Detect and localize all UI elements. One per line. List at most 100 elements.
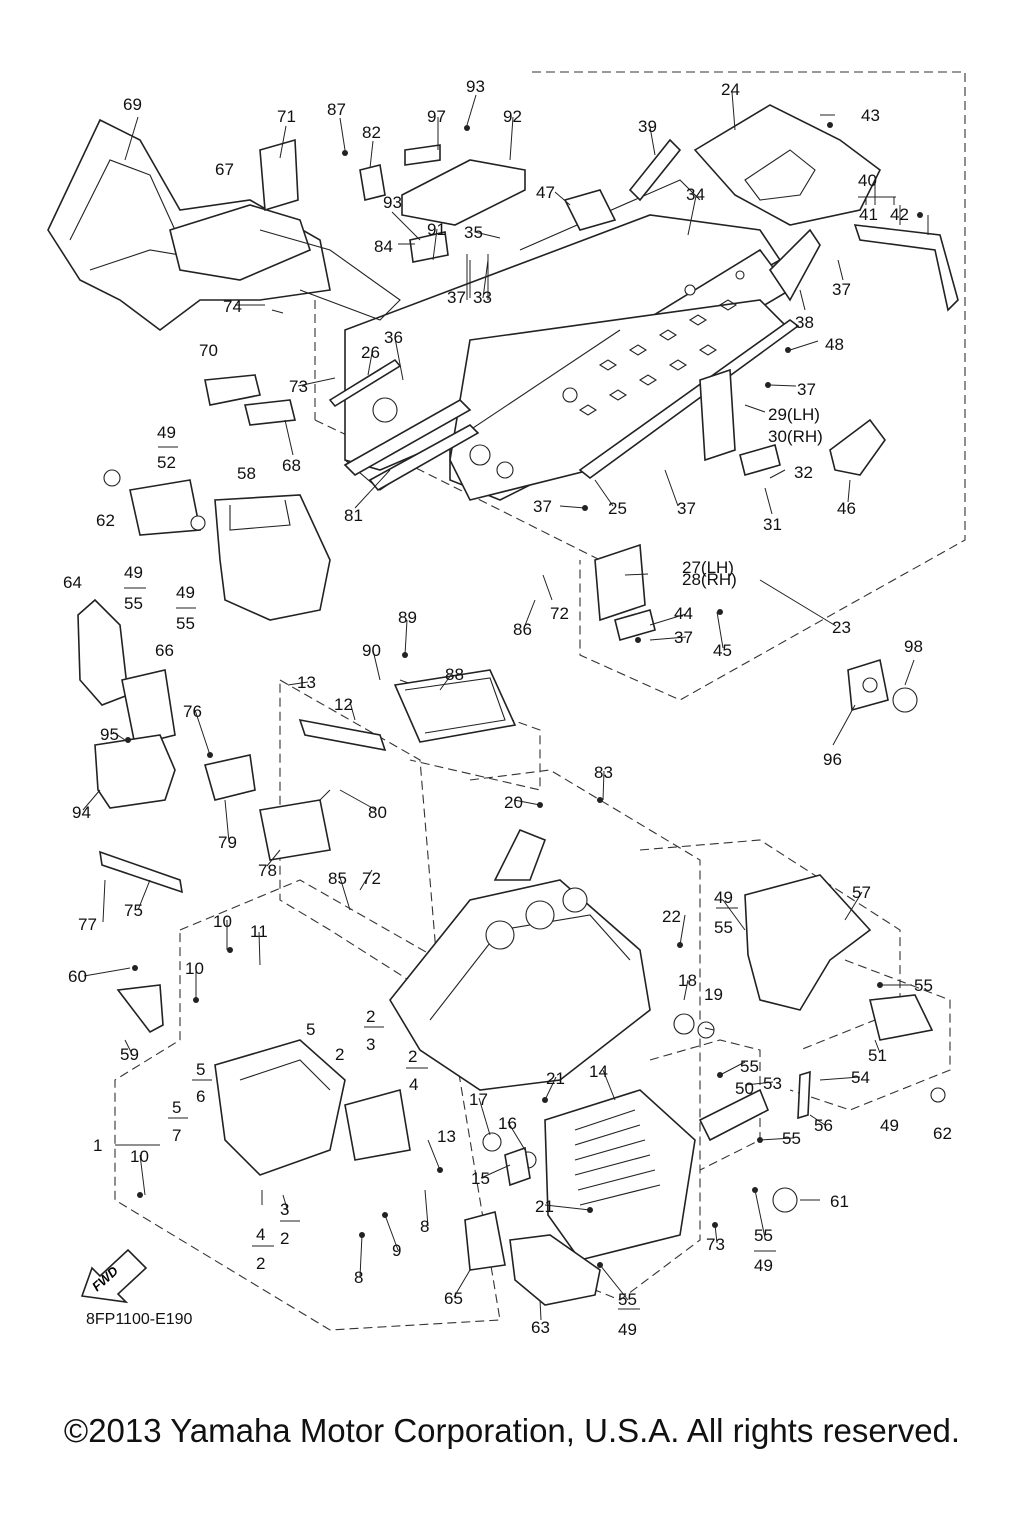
callout-25: 25 (608, 499, 627, 518)
callout-98: 98 (904, 637, 923, 656)
callout-2-c: 2 (408, 1047, 417, 1066)
callout-2-e: 2 (256, 1254, 265, 1273)
left-mid-parts (77, 374, 517, 894)
callout-72-b: 72 (362, 869, 381, 888)
callout-22: 22 (662, 907, 681, 926)
callout-37-e: 37 (533, 497, 552, 516)
callout-6: 6 (196, 1087, 205, 1106)
callout-55-e: 55 (740, 1057, 759, 1076)
callout-14: 14 (589, 1062, 608, 1081)
callout-33: 33 (473, 288, 492, 307)
callout-23: 23 (832, 618, 851, 637)
callout-52: 52 (157, 453, 176, 472)
callout-32: 32 (794, 463, 813, 482)
callout-62-a: 62 (96, 511, 115, 530)
callout-78: 78 (258, 861, 277, 880)
callout-7: 7 (172, 1126, 181, 1145)
callout-64: 64 (63, 573, 82, 592)
callout-27lh: 27(LH) (682, 558, 734, 577)
callout-2-b: 2 (366, 1007, 375, 1026)
callout-56: 56 (814, 1116, 833, 1135)
callout-49-f: 49 (754, 1256, 773, 1275)
callout-67: 67 (215, 160, 234, 179)
callout-3-b: 3 (280, 1200, 289, 1219)
callout-73-a: 73 (289, 377, 308, 396)
callout-82: 82 (362, 123, 381, 142)
callout-36: 36 (384, 328, 403, 347)
callout-87: 87 (327, 100, 346, 119)
callout-71: 71 (277, 107, 296, 126)
callout-41: 41 (859, 205, 878, 224)
callout-55-h: 55 (618, 1290, 637, 1309)
callout-59: 59 (120, 1045, 139, 1064)
callout-21-b: 21 (535, 1197, 554, 1216)
callout-49-c: 49 (176, 583, 195, 602)
callout-labels: 69 71 67 87 82 97 93 92 93 91 84 35 37 3… (63, 77, 952, 1339)
callout-3-a: 3 (366, 1035, 375, 1054)
callout-13-a: 13 (297, 673, 316, 692)
callout-84: 84 (374, 237, 393, 256)
callout-39: 39 (638, 117, 657, 136)
callout-73-b: 73 (706, 1235, 725, 1254)
callout-54: 54 (851, 1068, 870, 1087)
callout-8-b: 8 (354, 1268, 363, 1287)
callout-94: 94 (72, 803, 91, 822)
callout-37-d: 37 (677, 499, 696, 518)
callout-62-b: 62 (933, 1124, 952, 1143)
callout-9: 9 (392, 1241, 401, 1260)
callout-44: 44 (674, 604, 693, 623)
callout-26: 26 (361, 343, 380, 362)
callout-93-top: 93 (466, 77, 485, 96)
callout-21-a: 21 (546, 1069, 565, 1088)
callout-60: 60 (68, 967, 87, 986)
fasteners (125, 122, 923, 1268)
callout-11: 11 (250, 922, 268, 941)
leader-lines (82, 91, 929, 1321)
callout-93: 93 (383, 193, 402, 212)
callout-35: 35 (464, 223, 483, 242)
callout-42: 42 (890, 205, 909, 224)
callout-46: 46 (837, 499, 856, 518)
callout-12: 12 (334, 695, 353, 714)
callout-57: 57 (852, 883, 871, 902)
callout-45: 45 (713, 641, 732, 660)
callout-92: 92 (503, 107, 522, 126)
callout-61: 61 (830, 1192, 849, 1211)
callout-85: 85 (328, 869, 347, 888)
callout-77: 77 (78, 915, 97, 934)
callout-66: 66 (155, 641, 174, 660)
callout-65: 65 (444, 1289, 463, 1308)
callout-91: 91 (427, 220, 446, 239)
callout-68: 68 (282, 456, 301, 475)
callout-34: 34 (686, 185, 705, 204)
callout-76: 76 (183, 702, 202, 721)
tunnel-frame (328, 179, 800, 501)
callout-13-b: 13 (437, 1127, 456, 1146)
callout-55-f: 55 (782, 1129, 801, 1148)
callout-55-c: 55 (714, 918, 733, 937)
callout-49-b: 49 (124, 563, 143, 582)
callout-16: 16 (498, 1114, 517, 1133)
callout-37-c: 37 (797, 380, 816, 399)
callout-86: 86 (513, 620, 532, 639)
callout-10-a: 10 (213, 912, 232, 931)
callout-10-b: 10 (185, 959, 204, 978)
label-brackets (124, 196, 896, 1310)
callout-31: 31 (763, 515, 782, 534)
callout-48: 48 (825, 335, 844, 354)
callout-55-a: 55 (124, 594, 143, 613)
callout-83: 83 (594, 763, 613, 782)
callout-95: 95 (100, 725, 119, 744)
callout-2-d: 2 (280, 1229, 289, 1248)
fwd-arrow: FWD (80, 1248, 148, 1304)
callout-96: 96 (823, 750, 842, 769)
callout-37-b: 37 (832, 280, 851, 299)
callout-20: 20 (504, 793, 523, 812)
callout-4-b: 4 (256, 1225, 265, 1244)
callout-43: 43 (861, 106, 880, 125)
callout-8-a: 8 (420, 1217, 429, 1236)
diagram-code: 8FP1100-E190 (86, 1311, 193, 1328)
callout-53: 53 (763, 1074, 782, 1093)
callout-58: 58 (237, 464, 256, 483)
callout-79: 79 (218, 833, 237, 852)
